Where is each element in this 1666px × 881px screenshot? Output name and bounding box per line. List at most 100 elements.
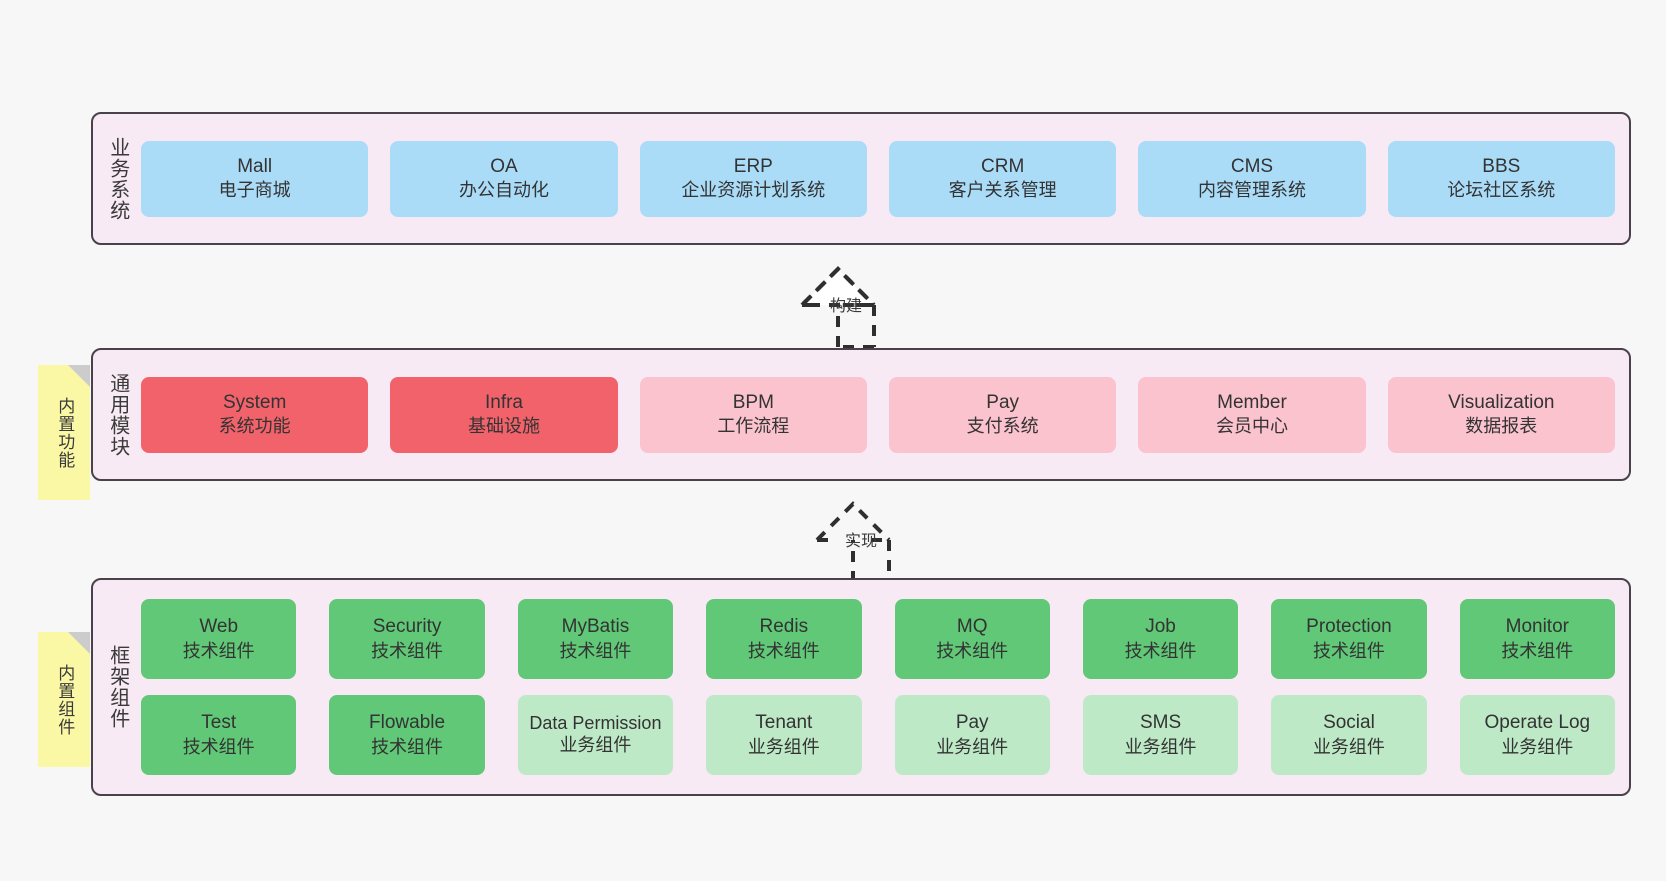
box-protection-cn: 技术组件 (1312, 640, 1385, 661)
box-operate-log-en: Operate Log (1484, 712, 1591, 734)
layer-business-systems-title: 业务系统 (106, 136, 129, 221)
common-modules-row: System 系统功能 Infra 基础设施 BPM 工作流程 Pay 支付系统… (141, 376, 1615, 453)
box-test-en: Test (201, 712, 237, 734)
box-job-cn: 技术组件 (1124, 640, 1197, 661)
layer-framework-components[interactable]: 框架组件 Web 技术组件 Security 技术组件 MyBatis 技术组件… (91, 578, 1631, 796)
box-infra[interactable]: Infra 基础设施 (390, 376, 618, 453)
box-redis-cn: 技术组件 (747, 640, 820, 661)
box-security-cn: 技术组件 (371, 640, 444, 661)
box-tenant[interactable]: Tenant 业务组件 (706, 695, 862, 775)
note-builtin-features-text: 内置功能 (55, 396, 75, 469)
box-mybatis[interactable]: MyBatis 技术组件 (517, 599, 674, 679)
arrow-build: 构建 (790, 262, 940, 352)
layer-common-modules-body: System 系统功能 Infra 基础设施 BPM 工作流程 Pay 支付系统… (141, 350, 1629, 479)
box-system-en: System (222, 391, 287, 413)
box-oa-en: OA (490, 155, 518, 177)
box-social-cn: 业务组件 (1312, 736, 1385, 757)
arrow-build-label: 构建 (830, 298, 863, 315)
box-operate-log[interactable]: Operate Log 业务组件 (1459, 695, 1615, 775)
box-visualization-en: Visualization (1448, 391, 1555, 413)
box-system[interactable]: System 系统功能 (141, 376, 369, 453)
box-protection[interactable]: Protection 技术组件 (1271, 599, 1427, 679)
box-test-cn: 技术组件 (182, 736, 255, 757)
note-builtin-components[interactable]: 内置组件 (38, 632, 90, 767)
box-visualization-cn: 数据报表 (1465, 416, 1538, 437)
box-sms[interactable]: SMS 业务组件 (1082, 695, 1239, 775)
layer-common-modules-title: 通用模块 (106, 372, 129, 457)
layer-common-modules[interactable]: 通用模块 System 系统功能 Infra 基础设施 BPM 工作流程 Pay… (91, 348, 1631, 481)
box-protection-en: Protection (1306, 616, 1392, 638)
box-web[interactable]: Web 技术组件 (141, 599, 297, 679)
box-infra-cn: 基础设施 (467, 416, 540, 437)
box-cms-en: CMS (1230, 155, 1274, 177)
box-pay-component[interactable]: Pay 业务组件 (894, 695, 1050, 775)
box-visualization[interactable]: Visualization 数据报表 (1387, 376, 1615, 453)
box-erp-cn: 企业资源计划系统 (681, 180, 826, 201)
box-crm[interactable]: CRM 客户关系管理 (888, 140, 1117, 217)
box-monitor-cn: 技术组件 (1501, 640, 1574, 661)
note-builtin-components-text: 内置组件 (55, 663, 75, 736)
box-oa-cn: 办公自动化 (458, 180, 549, 201)
box-bpm-en: BPM (732, 391, 774, 413)
note-builtin-features[interactable]: 内置功能 (38, 365, 90, 500)
box-crm-en: CRM (981, 155, 1025, 177)
box-mybatis-cn: 技术组件 (559, 640, 632, 661)
box-pay-module-cn: 支付系统 (966, 416, 1039, 437)
box-pay-component-en: Pay (955, 712, 989, 734)
box-bpm[interactable]: BPM 工作流程 (639, 376, 867, 453)
business-systems-row: Mall 电子商城 OA 办公自动化 ERP 企业资源计划系统 CRM 客户关系… (141, 140, 1615, 217)
box-member[interactable]: Member 会员中心 (1138, 376, 1366, 453)
box-erp[interactable]: ERP 企业资源计划系统 (639, 140, 867, 217)
box-bbs[interactable]: BBS 论坛社区系统 (1387, 140, 1615, 217)
box-sms-en: SMS (1139, 712, 1182, 734)
box-monitor-en: Monitor (1505, 616, 1569, 638)
box-job-en: Job (1145, 616, 1176, 638)
box-tenant-cn: 业务组件 (747, 736, 820, 757)
box-pay-module[interactable]: Pay 支付系统 (888, 376, 1117, 453)
box-test[interactable]: Test 技术组件 (141, 695, 297, 775)
framework-business-row: Test 技术组件 Flowable 技术组件 Data Permission … (141, 695, 1615, 775)
box-cms[interactable]: CMS 内容管理系统 (1138, 140, 1366, 217)
note-fold-corner-icon (68, 365, 90, 387)
framework-tech-row: Web 技术组件 Security 技术组件 MyBatis 技术组件 Redi… (141, 599, 1615, 679)
box-data-permission-en: Data Permission (529, 713, 662, 734)
box-mq-cn: 技术组件 (936, 640, 1009, 661)
note-fold-corner-icon (68, 632, 90, 654)
box-oa[interactable]: OA 办公自动化 (390, 140, 618, 217)
box-security[interactable]: Security 技术组件 (329, 599, 485, 679)
box-mybatis-en: MyBatis (561, 616, 630, 638)
box-operate-log-cn: 业务组件 (1501, 736, 1574, 757)
box-cms-cn: 内容管理系统 (1197, 180, 1306, 201)
box-mq-en: MQ (956, 616, 988, 638)
box-redis[interactable]: Redis 技术组件 (706, 599, 862, 679)
box-bpm-cn: 工作流程 (717, 416, 790, 437)
box-infra-en: Infra (484, 391, 523, 413)
box-redis-en: Redis (759, 616, 809, 638)
arrow-implement: 实现 (805, 497, 955, 587)
box-pay-module-en: Pay (986, 391, 1020, 413)
layer-framework-components-title: 框架组件 (106, 645, 129, 729)
box-member-en: Member (1217, 391, 1287, 413)
box-social-en: Social (1323, 712, 1375, 734)
box-crm-cn: 客户关系管理 (948, 180, 1057, 201)
box-mq[interactable]: MQ 技术组件 (894, 599, 1050, 679)
box-monitor[interactable]: Monitor 技术组件 (1459, 599, 1615, 679)
box-system-cn: 系统功能 (218, 416, 291, 437)
box-bbs-en: BBS (1482, 155, 1521, 177)
box-social[interactable]: Social 业务组件 (1271, 695, 1427, 775)
box-mall[interactable]: Mall 电子商城 (141, 140, 369, 217)
box-data-permission[interactable]: Data Permission 业务组件 (517, 695, 674, 775)
layer-business-systems[interactable]: 业务系统 Mall 电子商城 OA 办公自动化 ERP 企业资源计划系统 CRM… (91, 112, 1631, 245)
box-tenant-en: Tenant (755, 712, 813, 734)
box-flowable-cn: 技术组件 (371, 736, 444, 757)
box-job[interactable]: Job 技术组件 (1082, 599, 1239, 679)
box-sms-cn: 业务组件 (1124, 736, 1197, 757)
box-web-en: Web (199, 616, 239, 638)
box-web-cn: 技术组件 (182, 640, 255, 661)
layer-business-systems-body: Mall 电子商城 OA 办公自动化 ERP 企业资源计划系统 CRM 客户关系… (141, 114, 1629, 243)
layer-framework-components-body: Web 技术组件 Security 技术组件 MyBatis 技术组件 Redi… (141, 580, 1629, 794)
box-erp-en: ERP (733, 155, 773, 177)
box-pay-component-cn: 业务组件 (936, 736, 1009, 757)
box-flowable[interactable]: Flowable 技术组件 (329, 695, 485, 775)
